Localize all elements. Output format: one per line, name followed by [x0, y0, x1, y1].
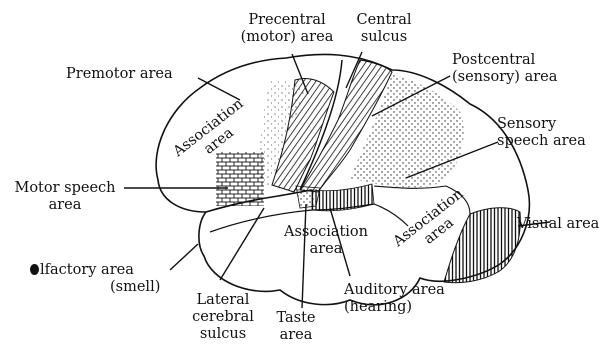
label-visual: Visual area	[517, 216, 599, 233]
label-lateral-line2: cerebral	[180, 309, 266, 326]
label-association-temporal-line2: area	[276, 241, 376, 258]
label-lateral-line3: sulcus	[180, 326, 266, 343]
label-central-sulcus-line1: Central	[348, 12, 420, 29]
label-lateral-sulcus: Lateral cerebral sulcus	[180, 292, 266, 343]
label-precentral-line2: (motor) area	[228, 29, 346, 46]
label-olfactory-line1-text: lfactory area	[40, 262, 134, 278]
label-auditory-line2: (hearing)	[344, 299, 445, 316]
label-olfactory-line2: (smell)	[30, 279, 160, 296]
label-association-temporal-line1: Association	[276, 224, 376, 241]
label-precentral-line1: Precentral	[228, 12, 346, 29]
leader-olfactory	[170, 244, 198, 270]
motor-speech-region	[216, 152, 264, 206]
label-olfactory: lfactory area (smell)	[30, 262, 160, 296]
label-premotor: Premotor area	[66, 66, 173, 83]
label-postcentral: Postcentral (sensory) area	[452, 52, 557, 86]
label-postcentral-line2: (sensory) area	[452, 69, 557, 86]
label-postcentral-line1: Postcentral	[452, 52, 557, 69]
label-precentral: Precentral (motor) area	[228, 12, 346, 46]
label-olfactory-line1: lfactory area	[30, 262, 160, 279]
label-lateral-line1: Lateral	[180, 292, 266, 309]
label-motor-speech-line1: Motor speech	[6, 180, 124, 197]
label-auditory-line1: Auditory area	[344, 282, 445, 299]
label-central-sulcus: Central sulcus	[348, 12, 420, 46]
label-association-temporal: Association area	[276, 224, 376, 258]
label-motor-speech-line2: area	[6, 197, 124, 214]
label-motor-speech: Motor speech area	[6, 180, 124, 214]
olfactory-bullet-icon	[30, 264, 39, 275]
label-taste-line1: Taste	[268, 310, 324, 327]
label-central-sulcus-line2: sulcus	[348, 29, 420, 46]
label-sensory-speech: Sensory speech area	[497, 116, 586, 150]
label-auditory: Auditory area (hearing)	[344, 282, 445, 316]
label-taste-line2: area	[268, 327, 324, 344]
label-sensory-speech-line2: speech area	[497, 133, 586, 150]
label-taste: Taste area	[268, 310, 324, 344]
label-sensory-speech-line1: Sensory	[497, 116, 586, 133]
